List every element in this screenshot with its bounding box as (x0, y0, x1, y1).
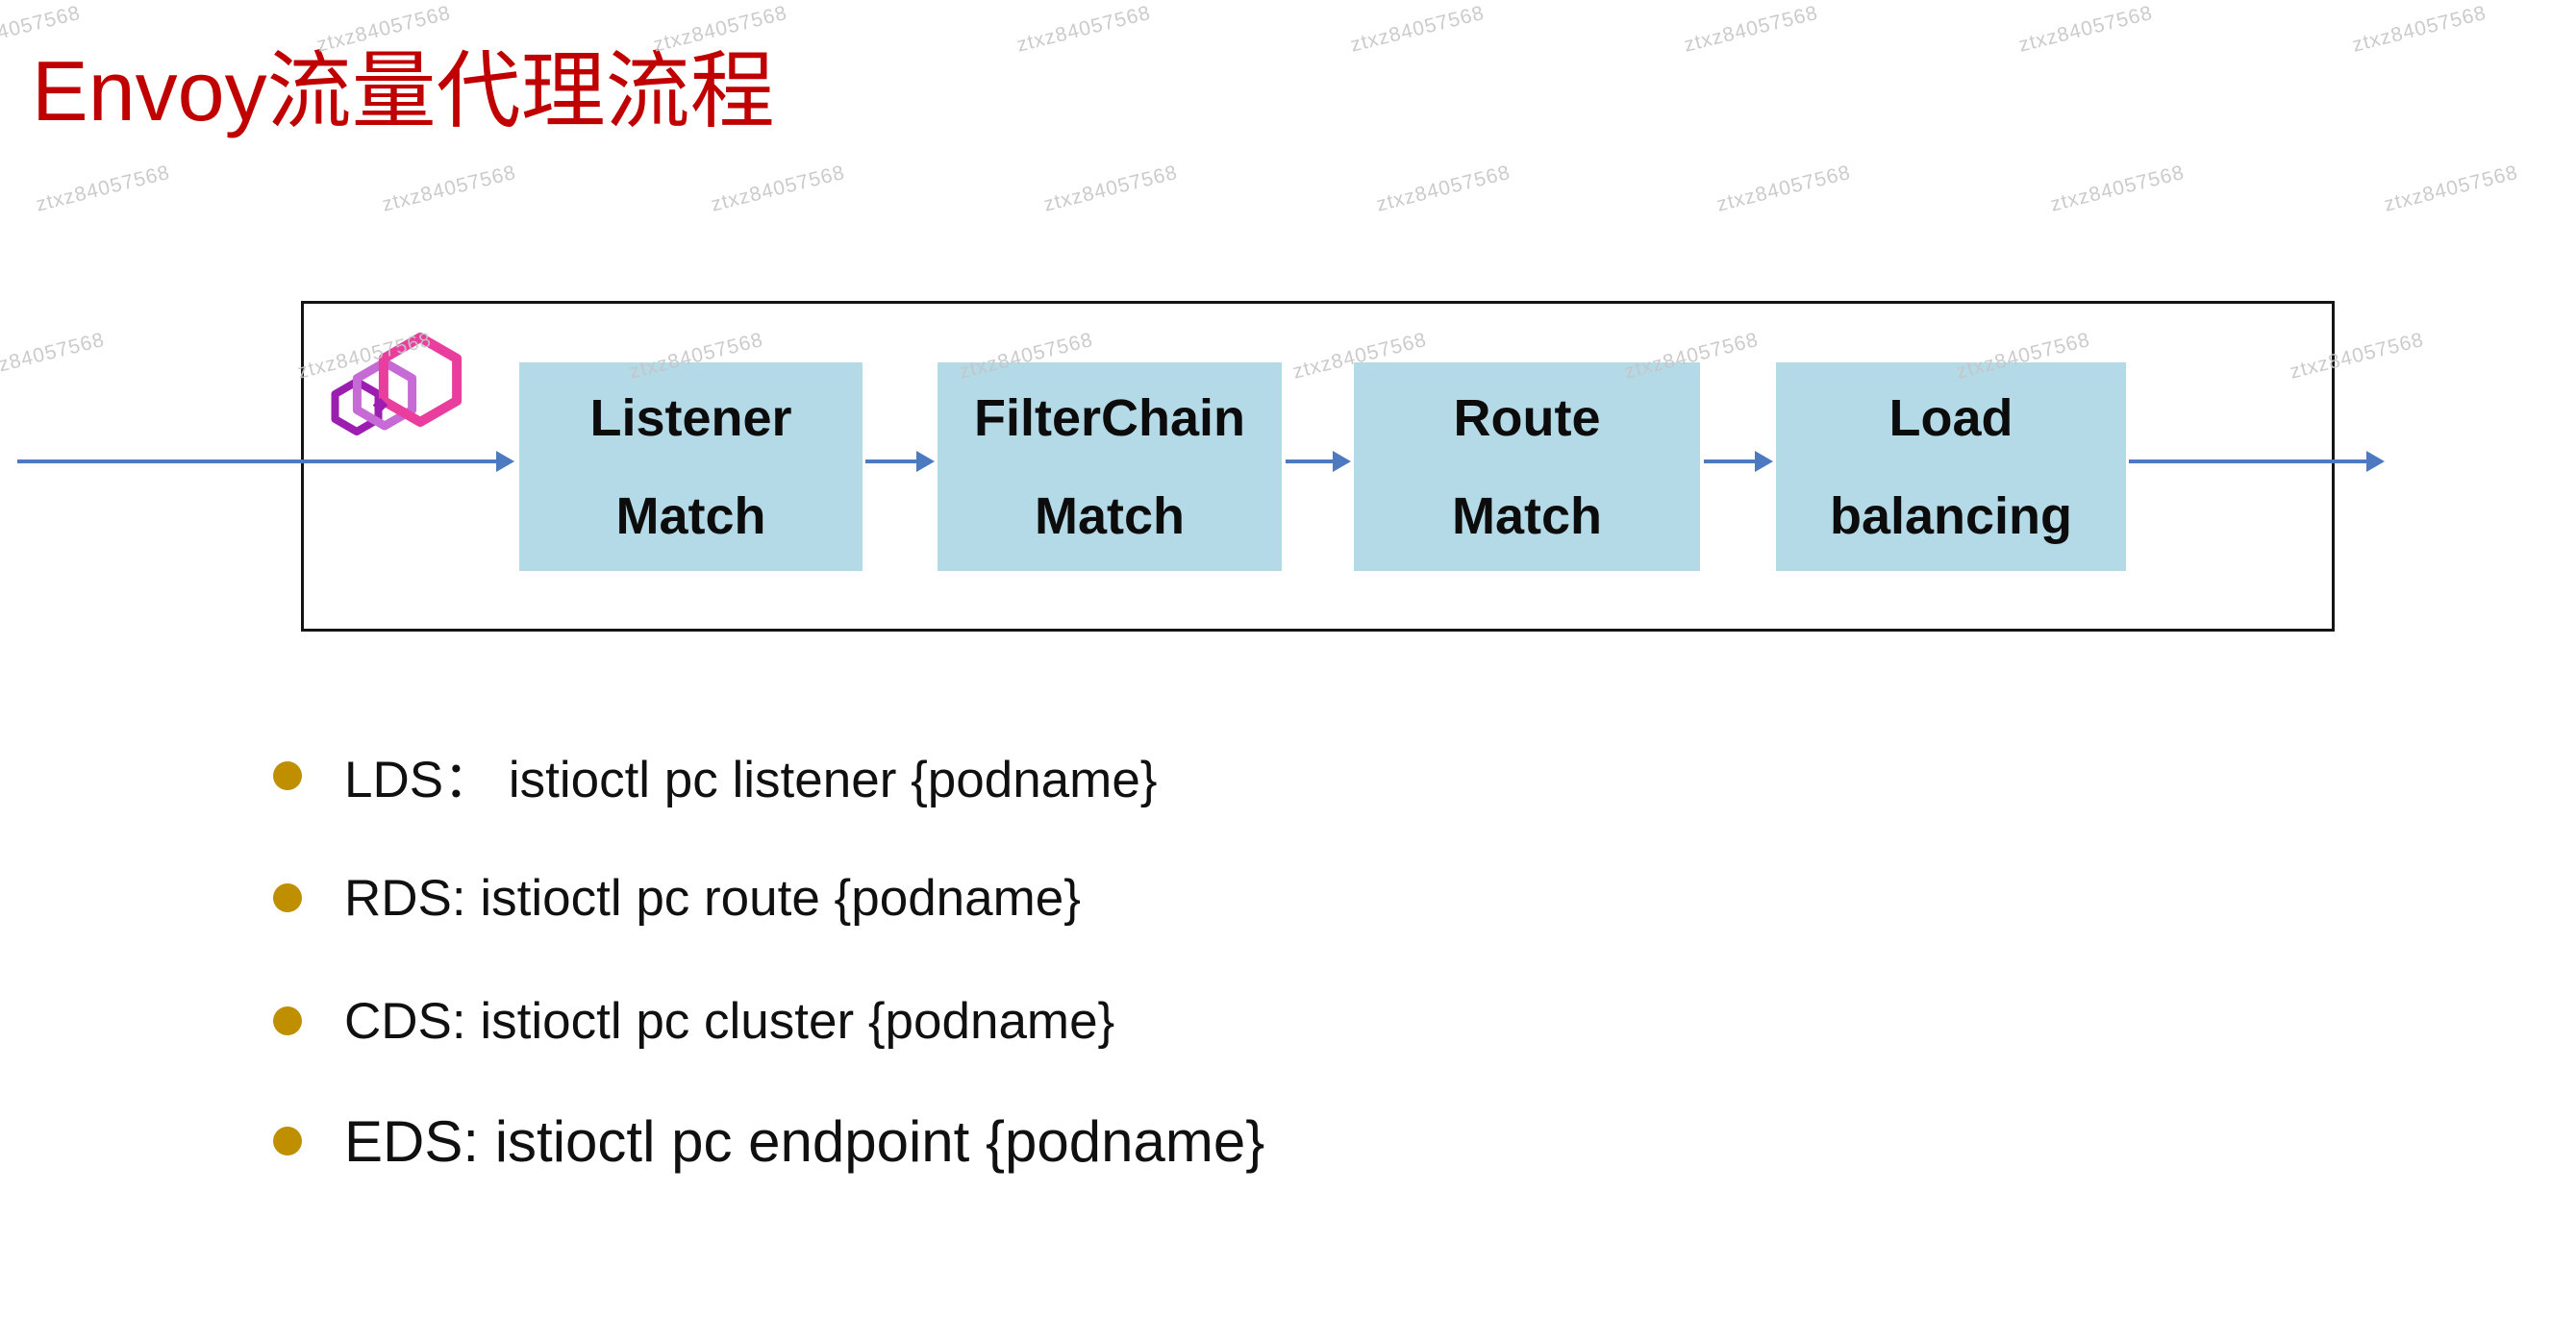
bullet-item-lds: LDS： istioctl pc listener {podname} (273, 742, 1158, 809)
watermark-text: ztxz84057568 (1682, 1, 1821, 57)
arrow-line (2129, 459, 2370, 463)
bullet-dot-icon (273, 1006, 302, 1035)
watermark-text: ztxz84057568 (1348, 1, 1488, 57)
arrow-line (1704, 459, 1759, 463)
arrow-line (17, 459, 500, 463)
bullet-text: CDS: istioctl pc cluster {podname} (344, 992, 1115, 1050)
bullet-item-rds: RDS: istioctl pc route {podname} (273, 864, 1081, 931)
flow-box-filterchain-match: FilterChain Match (938, 362, 1282, 571)
flow-box-label: FilterChain (973, 389, 1246, 447)
flow-box-load-balancing: Load balancing (1776, 362, 2126, 571)
flow-box-label: Route (1453, 389, 1601, 447)
watermark-text: ztxz84057568 (1014, 1, 1154, 57)
arrow-head-icon (496, 451, 514, 472)
page-title: Envoy流量代理流程 (32, 43, 775, 138)
arrow-head-icon (2366, 451, 2385, 472)
flow-diagram-frame (301, 301, 2335, 632)
flow-box-label: Match (1451, 487, 1602, 545)
arrow-line (1286, 459, 1337, 463)
flow-box-listener-match: Listener Match (519, 362, 863, 571)
watermark-text: ztxz84057568 (2048, 161, 2188, 216)
watermark-text: ztxz84057568 (2350, 1, 2489, 57)
bullet-text: LDS： istioctl pc listener {podname} (344, 752, 1158, 808)
bullet-dot-icon (273, 1127, 302, 1155)
flow-box-label: Match (615, 487, 766, 545)
flow-box-route-match: Route Match (1354, 362, 1700, 571)
flow-arrow-out (2129, 451, 2385, 472)
envoy-logo-icon (331, 333, 463, 435)
bullet-text: RDS: istioctl pc route {podname} (344, 869, 1081, 927)
watermark-text: ztxz84057568 (2016, 1, 2156, 57)
watermark-text: ztxz84057568 (1374, 161, 1513, 216)
watermark-text: ztxz84057568 (2382, 161, 2521, 216)
watermark-text: ztxz84057568 (0, 328, 108, 384)
watermark-text: ztxz84057568 (34, 161, 173, 216)
flow-arrow-route-to-load (1704, 451, 1773, 472)
watermark-text: ztxz84057568 (709, 161, 848, 216)
flow-box-label: Listener (589, 389, 792, 447)
flow-arrow-filterchain-to-route (1286, 451, 1351, 472)
bullet-dot-icon (273, 761, 302, 790)
bullet-item-eds: EDS: istioctl pc endpoint {podname} (273, 1107, 1264, 1175)
bullet-item-cds: CDS: istioctl pc cluster {podname} (273, 987, 1114, 1055)
flow-arrow-in (17, 451, 514, 472)
bullet-text: EDS: istioctl pc endpoint {podname} (344, 1108, 1265, 1174)
flow-arrow-listener-to-filterchain (865, 451, 935, 472)
arrow-head-icon (916, 451, 935, 472)
bullet-dot-icon (273, 883, 302, 912)
watermark-text: ztxz84057568 (1714, 161, 1854, 216)
watermark-text: ztxz84057568 (1041, 161, 1181, 216)
flow-box-label: Match (1034, 487, 1185, 545)
watermark-text: ztxz84057568 (380, 161, 519, 216)
arrow-head-icon (1755, 451, 1773, 472)
flow-box-label: Load (1888, 389, 2013, 447)
arrow-head-icon (1333, 451, 1351, 472)
flow-box-label: balancing (1829, 487, 2073, 545)
arrow-line (865, 459, 920, 463)
